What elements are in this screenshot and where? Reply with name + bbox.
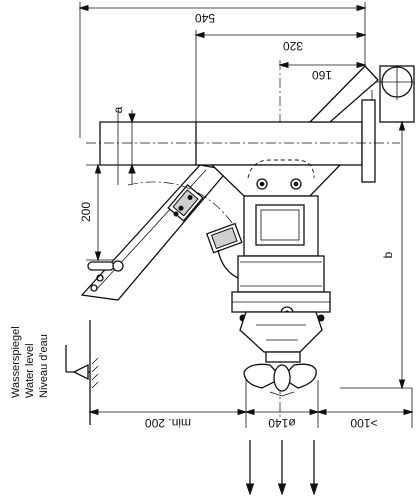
dim-540-label: 540 bbox=[195, 11, 215, 25]
water-level-symbol bbox=[65, 320, 99, 425]
dim-min200-label: min. 200 bbox=[145, 416, 191, 430]
water-level-label-en: Water level bbox=[24, 343, 36, 398]
funnel-body bbox=[210, 159, 342, 197]
dim-320-label: 320 bbox=[283, 39, 303, 53]
dim-b-label: b bbox=[381, 251, 395, 258]
dim-b-line bbox=[340, 120, 412, 390]
dim-gt100-label: >100 bbox=[350, 416, 377, 430]
dim-phi140-label: ø140 bbox=[268, 416, 296, 430]
outlet-pipe bbox=[99, 110, 196, 185]
dimension-lines-bottom bbox=[88, 380, 414, 428]
water-level-label-fr: Niveau d'eau bbox=[38, 334, 50, 398]
dimension-lines-top bbox=[78, 2, 367, 138]
dim-200-line bbox=[86, 163, 118, 262]
mounting-bracket bbox=[80, 164, 237, 301]
propeller bbox=[243, 351, 317, 397]
flange bbox=[231, 291, 331, 353]
flow-arrows bbox=[245, 440, 319, 496]
dim-200-label: 200 bbox=[79, 202, 93, 222]
dim-a-label: a bbox=[111, 106, 125, 113]
water-level-label-de: Wasserspiegel bbox=[10, 326, 22, 398]
gearbox bbox=[205, 195, 325, 293]
dim-160-label: 160 bbox=[312, 68, 332, 82]
